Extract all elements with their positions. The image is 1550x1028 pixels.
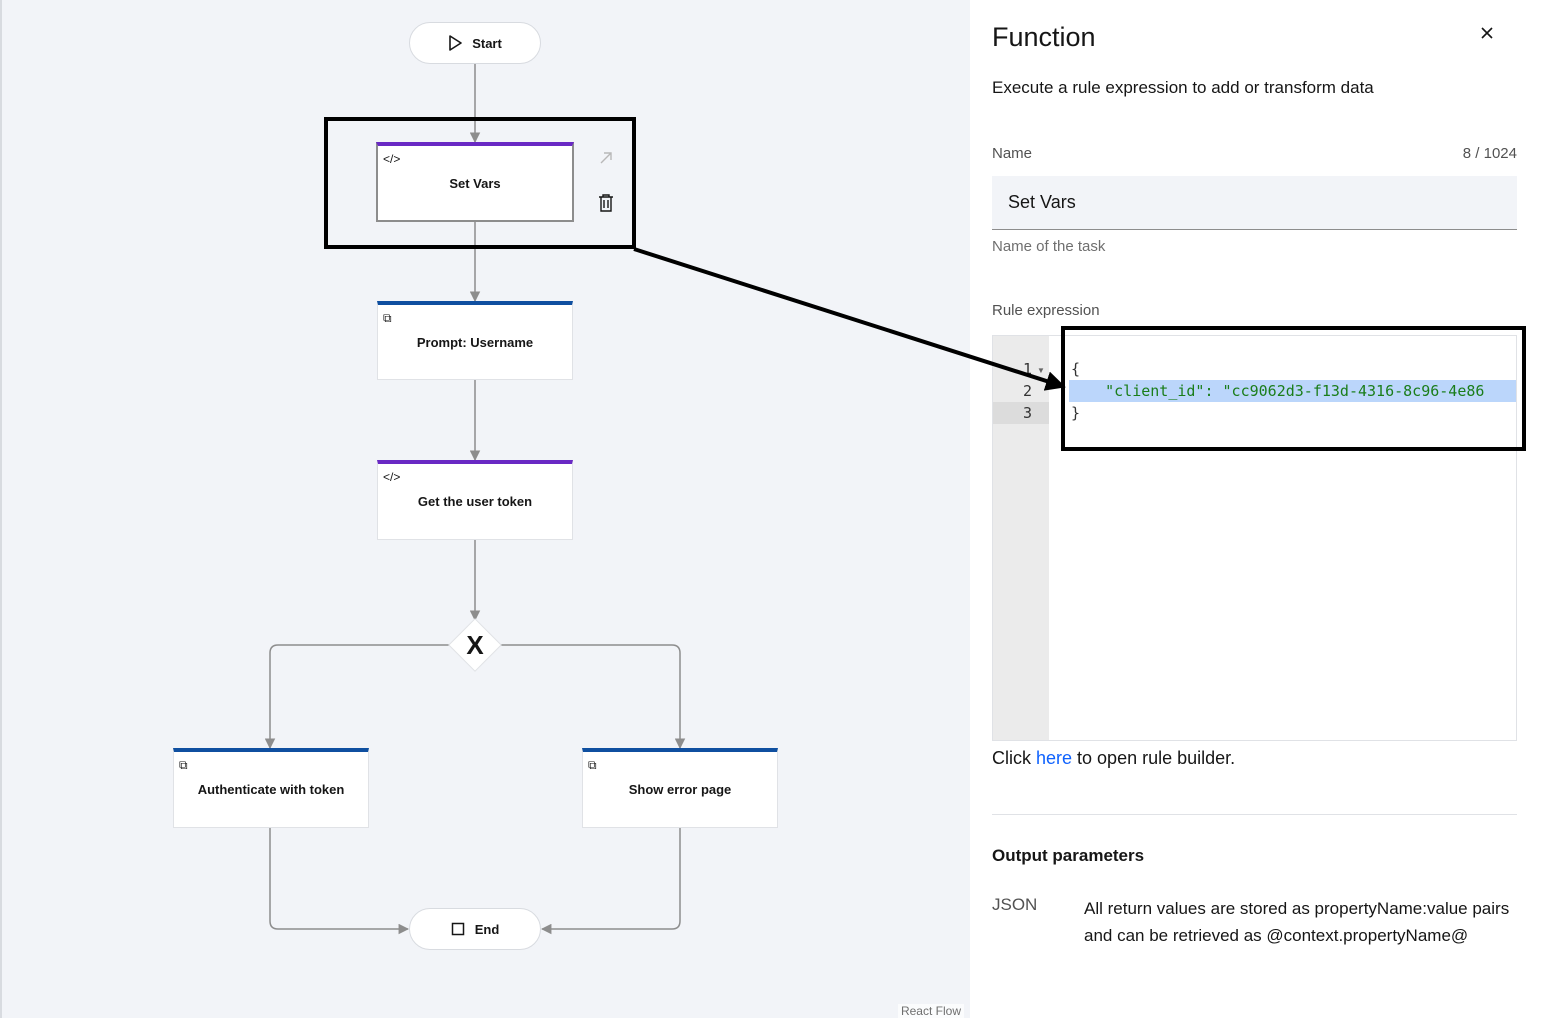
line-number: 2 (1022, 382, 1032, 400)
selection-highlight-box (324, 117, 636, 249)
node-show-error-page[interactable]: ⧉ Show error page (582, 748, 778, 828)
code-line-3[interactable]: } (1071, 404, 1081, 422)
output-parameters-heading: Output parameters (992, 846, 1145, 865)
code-line-1[interactable]: { (1071, 360, 1081, 378)
output-description: All return values are stored as property… (1084, 899, 1510, 945)
fold-arrow-icon[interactable]: ▼ (1037, 366, 1045, 375)
trash-icon[interactable] (598, 194, 614, 217)
node-get-user-token[interactable]: </> Get the user token (377, 460, 573, 540)
rule-builder-link[interactable]: here (1036, 748, 1073, 768)
close-icon[interactable] (1480, 20, 1494, 46)
node-label: Get the user token (417, 494, 533, 509)
node-label: Show error page (628, 782, 732, 797)
edge-gateway-auth (264, 644, 451, 750)
edge-gateway-error (499, 644, 686, 750)
react-flow-attribution[interactable]: React Flow (897, 1004, 964, 1018)
divider (992, 814, 1517, 815)
function-panel: Function Execute a rule expression to ad… (970, 0, 1550, 1028)
name-label: Name (992, 145, 1033, 162)
end-node[interactable]: End (409, 908, 541, 950)
node-set-vars[interactable]: </> Set Vars (376, 142, 574, 222)
node-label: Prompt: Username (416, 334, 534, 350)
rule-expression-label: Rule expression (992, 302, 1100, 319)
stop-icon (451, 922, 465, 936)
ui-page-icon: ⧉ (588, 758, 597, 772)
node-label: Authenticate with token (197, 782, 345, 797)
play-icon (448, 35, 462, 51)
edge-error-end (540, 828, 681, 935)
ui-page-icon: ⧉ (383, 311, 392, 325)
node-label: Set Vars (449, 175, 501, 191)
start-node[interactable]: Start (409, 22, 541, 64)
code-icon: </> (383, 470, 401, 484)
node-authenticate-with-token[interactable]: ⧉ Authenticate with token (173, 748, 369, 828)
code-icon: </> (383, 152, 401, 166)
rule-builder-hint: Click here to open rule builder. (992, 748, 1236, 768)
name-char-count: 8 / 1024 (1462, 145, 1517, 162)
end-label: End (474, 921, 500, 937)
open-arrow-icon[interactable] (598, 150, 614, 171)
rule-expression-editor[interactable]: 1 ▼ 2 3 { "client_id": "cc9062d3-f13d-43… (992, 335, 1517, 741)
ui-page-icon: ⧉ (179, 758, 188, 772)
line-number: 3 (993, 402, 1049, 424)
panel-title: Function (992, 22, 1096, 52)
name-helper-text: Name of the task (992, 238, 1106, 255)
panel-description: Execute a rule expression to add or tran… (992, 78, 1374, 97)
start-label: Start (472, 35, 502, 51)
edge-auth-end (269, 828, 410, 935)
flow-canvas[interactable]: Start </> Set Vars ⧉ Prompt: Username </… (0, 0, 970, 1018)
code-highlight-box (1061, 326, 1526, 451)
flow-edges (264, 62, 686, 935)
name-input[interactable] (992, 176, 1517, 230)
code-line-2[interactable]: "client_id": "cc9062d3-f13d-4316-8c96-4e… (1069, 380, 1516, 402)
node-prompt-username[interactable]: ⧉ Prompt: Username (377, 301, 573, 380)
gateway-x-icon: X (466, 629, 484, 660)
output-type: JSON (992, 895, 1038, 914)
